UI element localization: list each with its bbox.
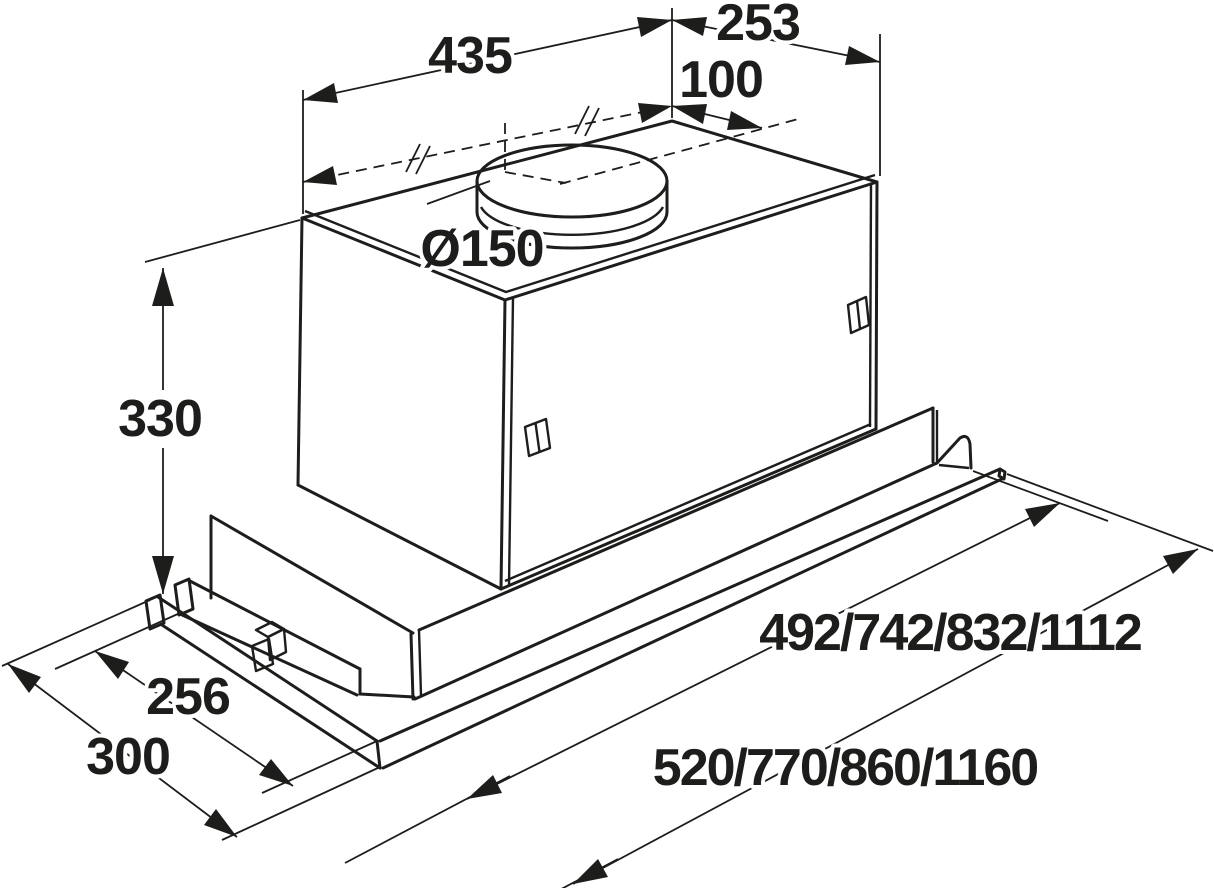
dim-label-recess-widths: 492/742/832/1112: [759, 604, 1141, 662]
dimension-labels: 435 253 100 Ø150 330 256 300 492/742/832…: [82, 0, 1147, 801]
dimension-arrows: [8, 17, 1198, 884]
mounting-clip-right: [846, 295, 871, 335]
centerline-break-marks: [405, 105, 600, 175]
bottom-panel: [144, 467, 1007, 770]
dim-label-duct-offset: 100: [679, 51, 763, 109]
pullout-drawer: [173, 577, 416, 699]
mounting-clip-left: [523, 417, 552, 458]
side-step-block: [935, 435, 973, 470]
dim-label-duct-diameter: Ø150: [420, 220, 543, 278]
dim-label-body-width: 435: [428, 27, 512, 85]
duct-leader-line: [426, 180, 491, 205]
duct-collar: [426, 143, 669, 250]
drawer-knob: [250, 620, 288, 673]
hood-main-body: [296, 119, 879, 591]
dim-label-body-depth: 253: [716, 0, 800, 52]
dim-label-body-height: 330: [118, 390, 202, 448]
dim-label-bottom-depth: 300: [86, 728, 170, 786]
extension-lines: [1, 8, 1214, 888]
drawer-housing: [209, 406, 973, 701]
dim-label-overall-widths: 520/770/860/1160: [653, 739, 1038, 797]
dim-label-pullout-depth: 256: [146, 668, 230, 726]
